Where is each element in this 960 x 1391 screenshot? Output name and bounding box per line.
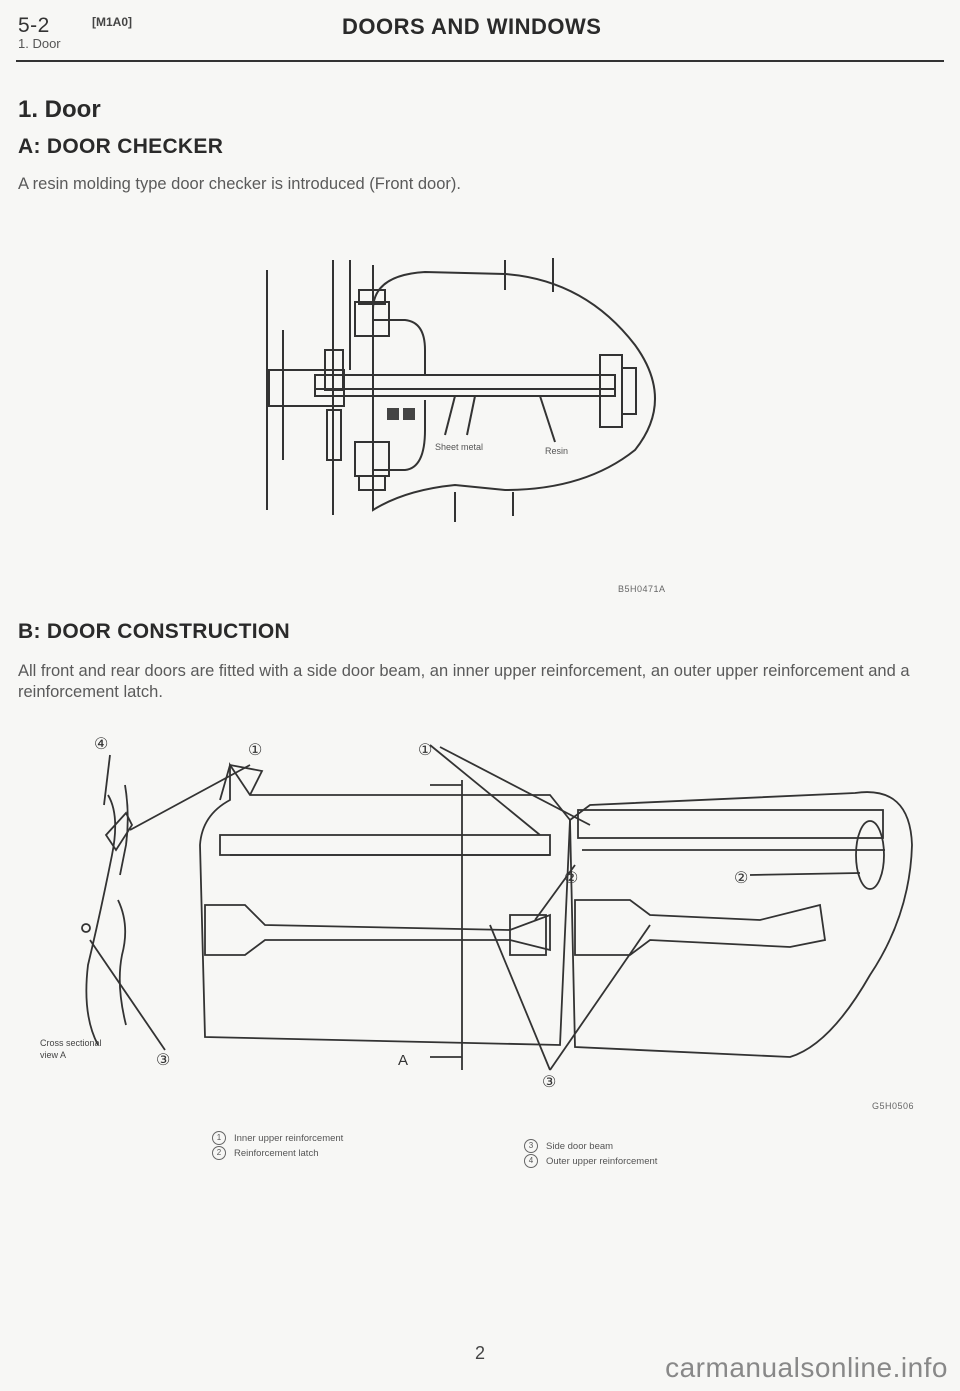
subsection-b-title: B: DOOR CONSTRUCTION: [18, 620, 290, 643]
callout-1-front: ①: [248, 742, 262, 759]
label-resin: Resin: [545, 446, 568, 456]
section-title: 1. Door: [18, 96, 101, 123]
page-number: 5-2: [18, 14, 50, 37]
figure-b-code: G5H0506: [872, 1101, 915, 1111]
label-sheet-metal: Sheet metal: [435, 442, 483, 452]
header-rule: [16, 60, 944, 62]
subsection-b-body: All front and rear doors are fitted with…: [18, 662, 910, 701]
watermark: carmanualsonline.info: [665, 1352, 948, 1383]
callout-2-front: ②: [564, 870, 578, 887]
callout-3-beam: ③: [542, 1074, 556, 1091]
chapter-title: DOORS AND WINDOWS: [342, 14, 602, 39]
callout-4-cross: ④: [94, 736, 108, 753]
page-footer-number: 2: [474, 1343, 485, 1363]
subsection-a-title: A: DOOR CHECKER: [18, 135, 224, 158]
callout-3-cross: ③: [156, 1052, 170, 1069]
subsection-a-body: A resin molding type door checker is int…: [18, 175, 461, 193]
view-a-label: A: [398, 1052, 408, 1069]
door-checker-figure: Sheet metal Resin: [266, 258, 656, 522]
figure-a-code: B5H0471A: [618, 584, 666, 594]
cross-section-label-2: view A: [40, 1050, 66, 1060]
door-construction-figure: ④ ① ① ② ② ③ ③ Cross sectional view A A: [40, 736, 913, 1091]
cross-section-label-1: Cross sectional: [40, 1038, 102, 1048]
section-code: [M1A0]: [92, 15, 133, 29]
header-subtitle: 1. Door: [18, 36, 61, 51]
callout-2-rear: ②: [734, 870, 748, 887]
callout-1-rear: ①: [418, 742, 432, 759]
